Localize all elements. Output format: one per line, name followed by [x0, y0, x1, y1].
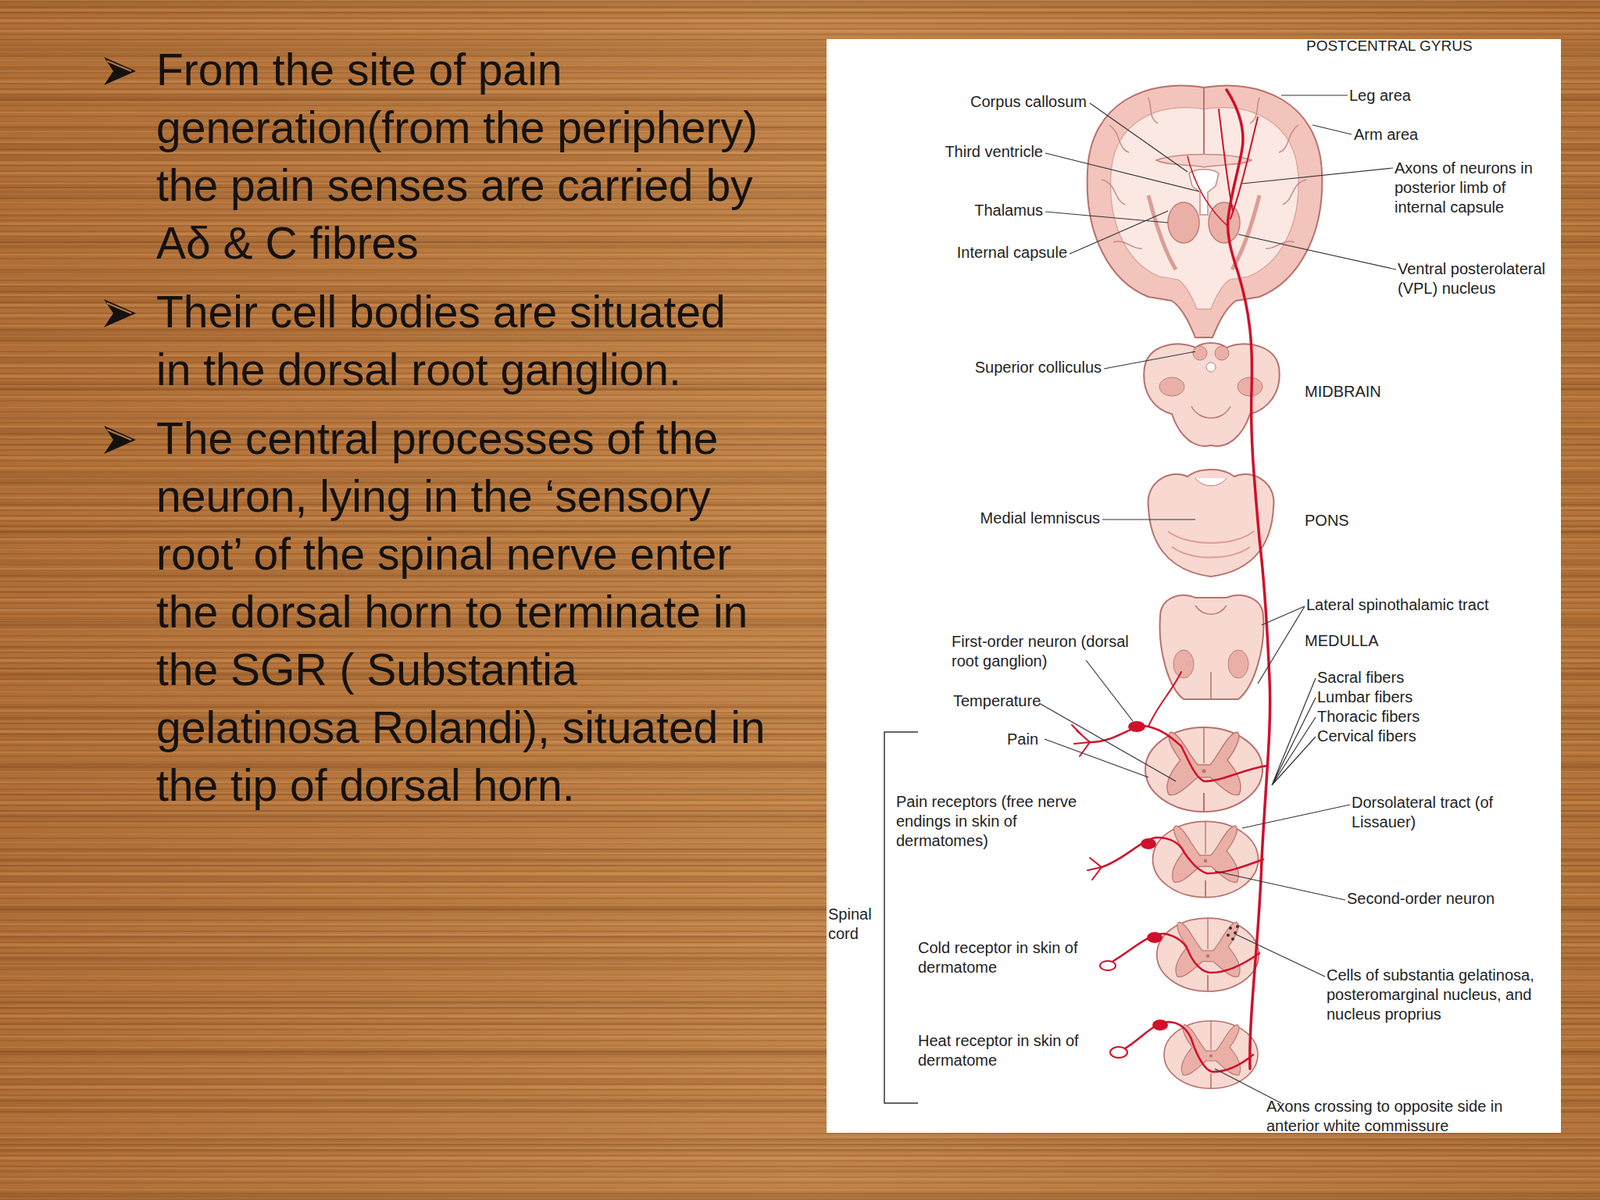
anatomy-label: Thoracic fibers [1317, 707, 1474, 727]
anatomy-label: MIDBRAIN [1304, 382, 1461, 402]
anatomy-label: Superior colliculus [867, 357, 1102, 378]
anatomy-label: Pain [1007, 729, 1086, 750]
anatomy-label: Cold receptor in skin of dermatome [917, 938, 1090, 978]
anatomy-label: Lumbar fibers [1317, 687, 1474, 708]
bullet-text: Their cell bodies are situated in the do… [156, 282, 766, 399]
anatomy-label: Temperature [953, 691, 1110, 711]
anatomy-label: POSTCENTRAL GYRUS [1306, 35, 1565, 56]
midbrain-section [1143, 342, 1279, 447]
bullet-item: Their cell bodies are situated in the do… [101, 282, 766, 399]
bullet-arrow [101, 295, 138, 332]
anatomy-label: Third ventricle [847, 142, 1043, 162]
anatomy-label: Leg area [1349, 85, 1506, 106]
bullet-text: From the site of pain generation(from th… [156, 40, 766, 272]
anatomy-label: Lateral spinothalamic tract [1306, 595, 1557, 615]
anatomy-label: Thalamus [847, 200, 1043, 221]
spinal-segment [1153, 821, 1259, 897]
bullet-text: The central processes of the neuron, lyi… [156, 409, 766, 815]
anatomy-label: Ventral posterolateral (VPL) nucleus [1397, 259, 1566, 299]
bullet-item: From the site of pain generation(from th… [101, 40, 766, 272]
anatomy-label: MEDULLA [1304, 631, 1461, 651]
anatomy-label: Spinal cord [828, 904, 883, 944]
spinal-segment [1145, 727, 1263, 812]
anatomy-label: Internal capsule [871, 242, 1068, 263]
bullet-item: The central processes of the neuron, lyi… [101, 409, 766, 815]
anatomy-label: Arm area [1353, 125, 1511, 145]
pain-pathway [1071, 89, 1271, 1072]
spinal-segment [1164, 1021, 1258, 1089]
spinal-segment [1157, 917, 1260, 992]
anatomy-label: Axons crossing to opposite side in anter… [1266, 1096, 1533, 1136]
brain-section [1087, 85, 1323, 338]
bullet-list: From the site of pain generation(from th… [101, 40, 766, 825]
anatomy-label: Pain receptors (free nerve endings in sk… [896, 792, 1104, 851]
anatomy-label: Cervical fibers [1317, 726, 1474, 747]
anatomy-label: PONS [1304, 510, 1461, 531]
bullet-arrow [101, 421, 138, 458]
figure-panel [826, 39, 1561, 1133]
anatomy-label: Second-order neuron [1346, 889, 1558, 909]
bullet-arrow [101, 53, 138, 90]
anatomy-label: Sacral fibers [1317, 667, 1474, 688]
anatomy-label: Medial lemniscus [865, 508, 1100, 529]
anatomy-label: Axons of neurons in posterior limb of in… [1394, 158, 1555, 218]
anatomy-label: Dorsolateral tract (of Lissauer) [1351, 792, 1547, 833]
anatomy-label: Cells of substantia gelatinosa, posterom… [1326, 965, 1561, 1025]
spinal-cord-bracket [884, 732, 918, 1104]
anatomy-label: Corpus callosum [891, 92, 1087, 112]
anatomy-label: Heat receptor in skin of dermatome [917, 1031, 1090, 1071]
anatomy-label: First-order neuron (dorsal root ganglion… [951, 632, 1132, 672]
